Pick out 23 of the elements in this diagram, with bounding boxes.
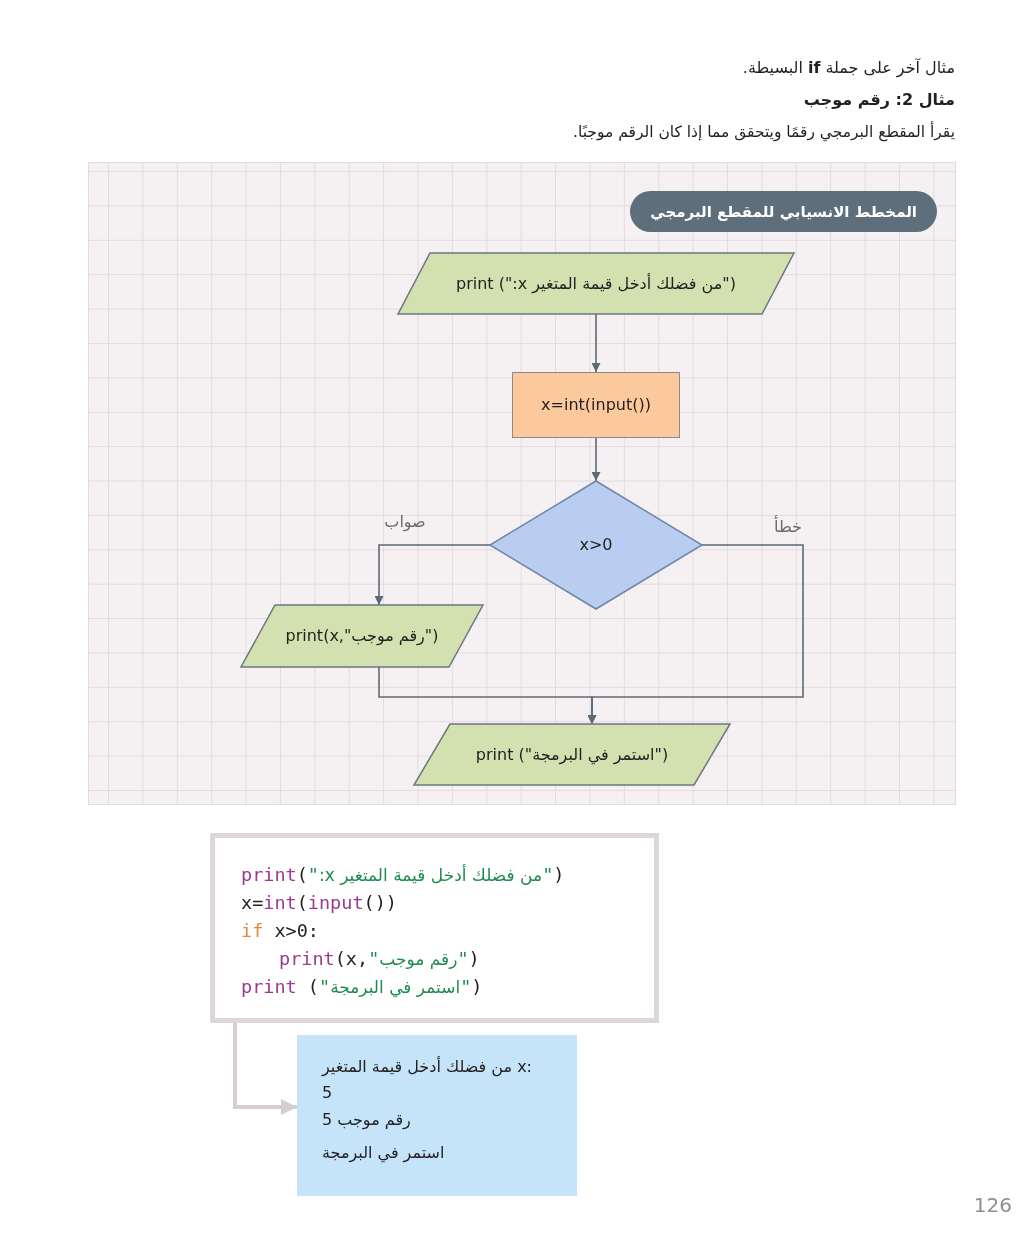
process-box: [512, 372, 680, 438]
edge-label: صواب: [384, 512, 426, 532]
code-box: [210, 833, 659, 1023]
code-line: x=int(input()): [241, 891, 397, 915]
description-text: يقرأ المقطع البرمجي رقمًا ويتحقق مما إذا كان الرقم موجبًا.: [573, 121, 955, 143]
arrow: [378, 666, 597, 725]
example-heading: مثال 2: رقم موجب: [803, 89, 955, 111]
statement-text: x=int(input()): [541, 395, 651, 415]
flowchart-title: المخطط الانسيابي للمقطع البرمجي: [630, 191, 937, 232]
output-line: 5: [322, 1082, 333, 1104]
code-line: if x>0:: [241, 919, 319, 943]
condition-text: x>0: [579, 535, 613, 555]
page-number: 126: [973, 1192, 1012, 1218]
output-line: استمر في البرمجة: [322, 1142, 445, 1165]
output-box: [297, 1035, 577, 1196]
arrow: [591, 313, 601, 373]
edge-label: خطأ: [774, 517, 802, 537]
flowchart-panel: [89, 163, 955, 804]
arrow: [374, 544, 491, 606]
arrow: [233, 1023, 297, 1115]
arrow: [591, 437, 601, 482]
output-line: 5 رقم موجب: [322, 1109, 411, 1132]
output-line: من فضلك أدخل قيمة المتغير x:: [322, 1055, 532, 1079]
